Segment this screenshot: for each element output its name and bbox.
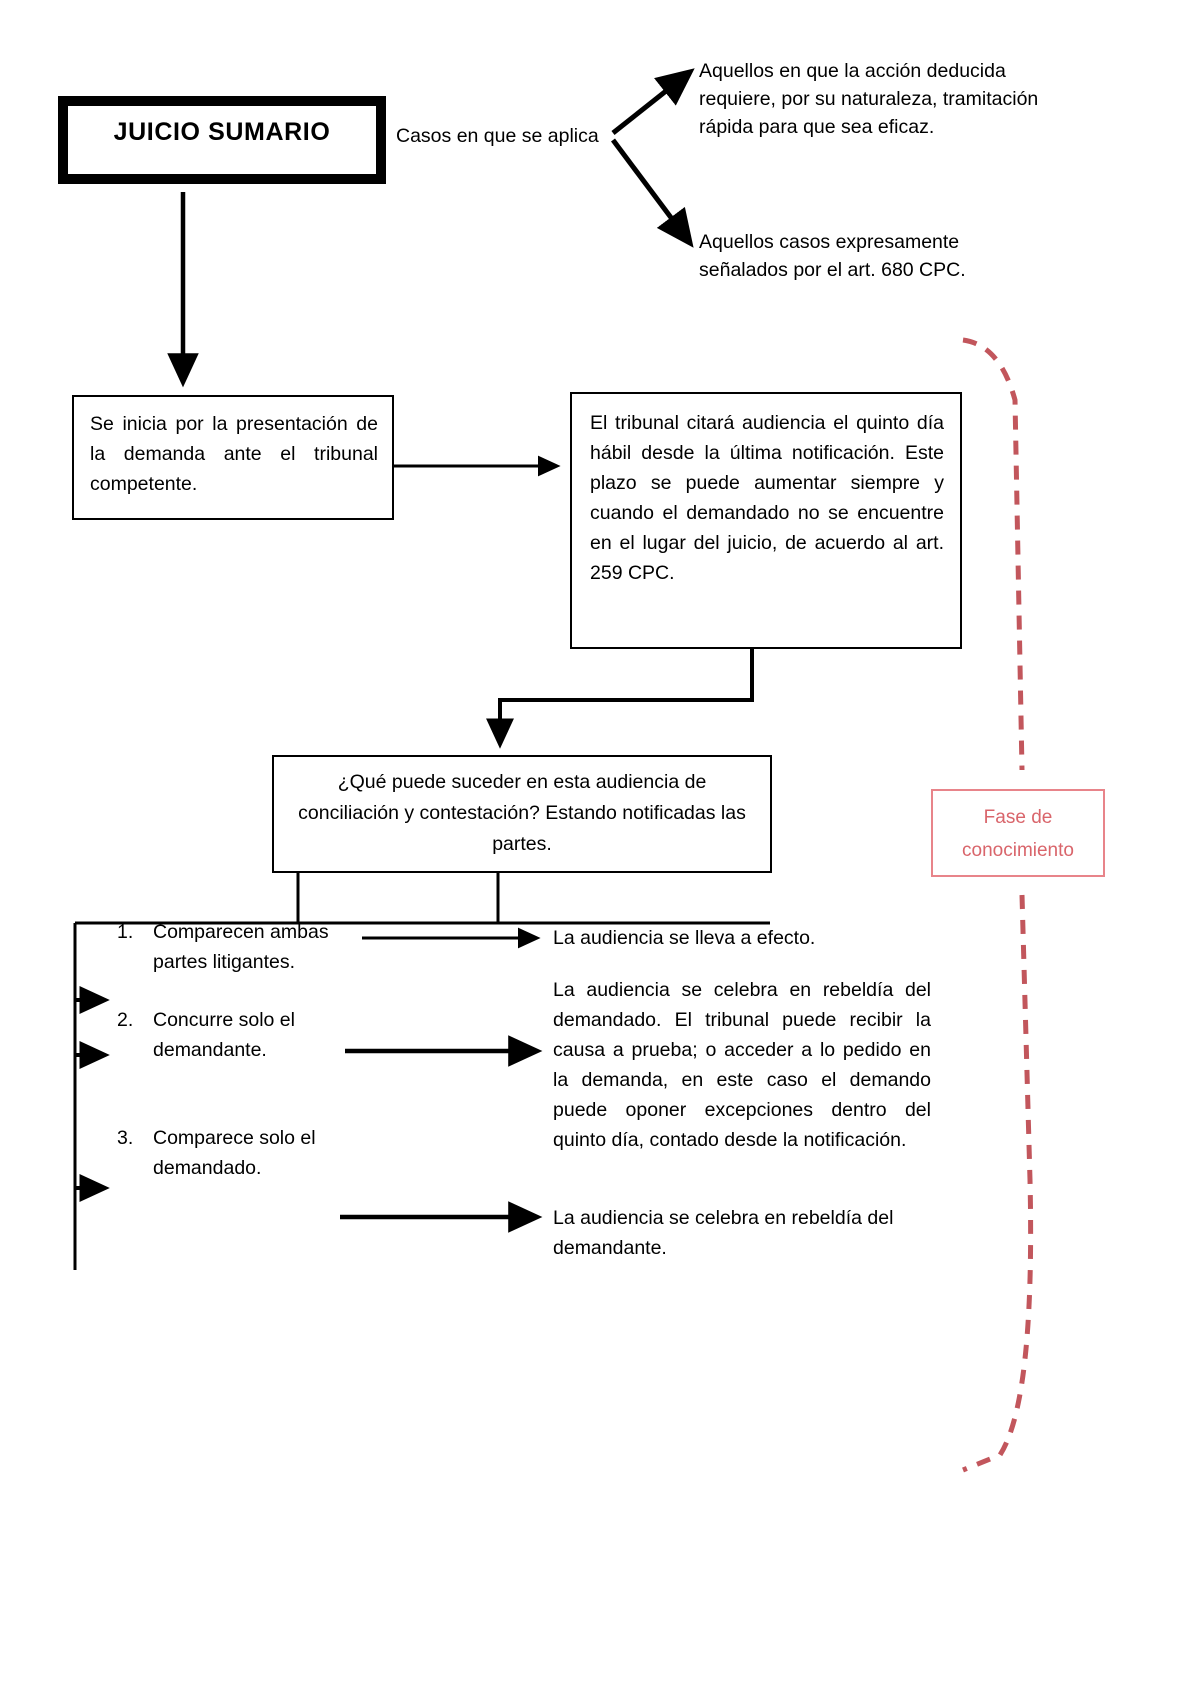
option-number-3: 3. bbox=[117, 1127, 134, 1149]
outcome-text-2: La audiencia se celebra en rebeldía del … bbox=[553, 979, 931, 1151]
phase-badge: Fase de conocimiento bbox=[931, 789, 1105, 877]
case-text-1: Aquellos en que la acción deducida requi… bbox=[699, 60, 1039, 138]
phase-badge-line-1: Fase de bbox=[983, 807, 1053, 828]
arrow-tribunal-to-question bbox=[486, 649, 754, 749]
option-label-3: Comparece solo el demandado. bbox=[153, 1127, 316, 1179]
list-item: 2. Concurre solo el demandante. bbox=[117, 1005, 368, 1065]
list-item: 3. Comparece solo el demandado. bbox=[117, 1123, 368, 1183]
step-box-inicio: Se inicia por la presentación de la dema… bbox=[72, 395, 394, 520]
question-box: ¿Qué puede suceder en esta audiencia de … bbox=[272, 755, 772, 873]
title-box: JUICIO SUMARIO bbox=[58, 96, 386, 184]
outcome-text-1: La audiencia se lleva a efecto. bbox=[553, 927, 816, 949]
step-box-tribunal: El tribunal citará audiencia el quinto d… bbox=[570, 392, 962, 649]
phase-bracket-dashed bbox=[962, 337, 1034, 1473]
option-label-2: Concurre solo el demandante. bbox=[153, 1009, 295, 1061]
case-text-2: Aquellos casos expresamente señalados po… bbox=[699, 231, 966, 281]
branch-label: Casos en que se aplica bbox=[396, 125, 599, 147]
option-label-1: Comparecen ambas partes litigantes. bbox=[153, 921, 329, 973]
list-item: 1. Comparecen ambas partes litigantes. bbox=[117, 917, 368, 977]
phase-badge-line-2: conocimiento bbox=[962, 840, 1074, 861]
arrow-cases-fork bbox=[610, 68, 695, 248]
option-number-1: 1. bbox=[117, 921, 134, 943]
arrow-spine-to-options bbox=[76, 986, 110, 1202]
option-number-2: 2. bbox=[117, 1009, 134, 1031]
title-label: JUICIO SUMARIO bbox=[113, 118, 331, 146]
outcome-text-3: La audiencia se celebra en rebeldía del … bbox=[553, 1207, 894, 1259]
